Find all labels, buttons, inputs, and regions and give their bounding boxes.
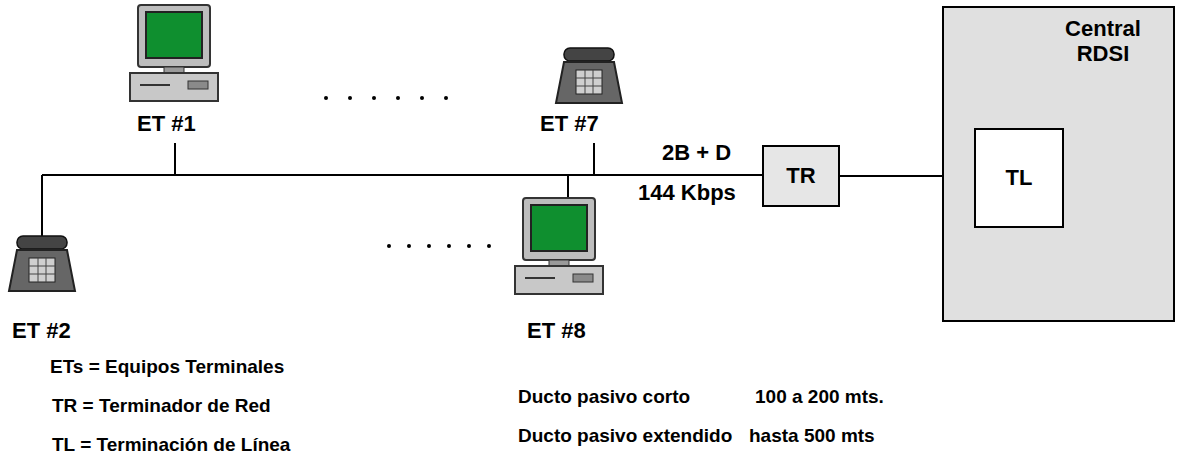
drop-wire xyxy=(593,143,595,175)
box-title: Central RDSI xyxy=(1042,16,1164,67)
drop-wire xyxy=(41,175,43,236)
phone-icon xyxy=(9,236,75,291)
computer-icon xyxy=(515,198,603,294)
ellipsis-dots xyxy=(387,244,491,248)
terminal-label: ET #1 xyxy=(137,111,196,136)
phone-icon xyxy=(556,48,622,103)
terminal-label: ET #2 xyxy=(12,318,71,343)
box-title: TL xyxy=(1006,165,1033,190)
channel-label: 2B + D xyxy=(662,140,731,165)
bus-line xyxy=(42,174,762,176)
exchange-box: Central RDSI TL xyxy=(942,6,1175,322)
abbreviation-note: TR = Terminador de Red xyxy=(52,395,271,417)
bus-type-note: Ducto pasivo extendido xyxy=(518,425,732,447)
bus-type-note: Ducto pasivo corto xyxy=(518,386,690,408)
computer-icon xyxy=(130,5,218,101)
line-termination-box: TL xyxy=(974,128,1064,228)
distance-note: hasta 500 mts xyxy=(749,425,875,447)
drop-wire xyxy=(567,175,569,198)
bitrate-label: 144 Kbps xyxy=(638,180,736,205)
terminal-label: ET #7 xyxy=(540,111,599,136)
abbreviation-note: ETs = Equipos Terminales xyxy=(50,356,284,378)
terminal-label: ET #8 xyxy=(527,318,586,343)
box-title: TR xyxy=(786,163,815,188)
network-terminator-box: TR xyxy=(762,145,840,207)
drop-wire xyxy=(174,143,176,175)
abbreviation-note: TL = Terminación de Línea xyxy=(52,434,290,456)
distance-note: 100 a 200 mts. xyxy=(755,386,884,408)
ellipsis-dots xyxy=(324,96,448,100)
